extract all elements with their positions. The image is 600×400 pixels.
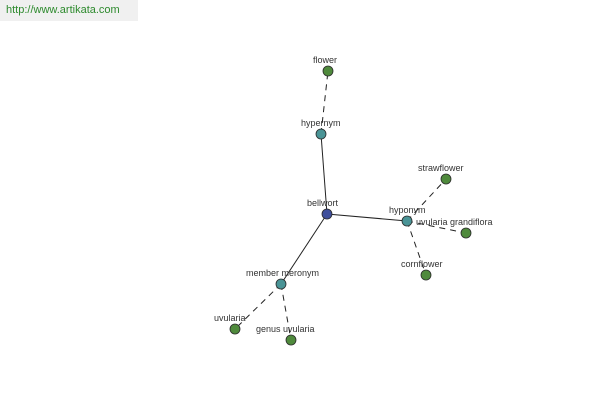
label-relation-1: hyponym	[389, 205, 426, 215]
node-relation-0[interactable]	[315, 128, 327, 140]
node-leaf-0-0[interactable]	[322, 65, 334, 77]
node-leaf-1-0[interactable]	[440, 173, 452, 185]
edge-relation-1-to-leaf-2	[406, 220, 427, 276]
label-leaf-0-0: flower	[313, 55, 337, 65]
nodes-layer	[229, 65, 472, 346]
label-leaf-1-2: cornflower	[401, 259, 443, 269]
edge-relation-2-to-leaf-1	[280, 283, 292, 341]
labels-layer: bellwort hypernym flower hyponym strawflower…	[214, 55, 493, 334]
node-relation-1[interactable]	[401, 215, 413, 227]
label-relation-0: hypernym	[301, 118, 341, 128]
edge-center-to-2	[280, 213, 328, 285]
node-center[interactable]	[321, 208, 333, 220]
edge-relation-1-to-leaf-0	[406, 178, 447, 222]
label-center: bellwort	[307, 198, 339, 208]
label-leaf-1-0: strawflower	[418, 163, 464, 173]
label-relation-2: member meronym	[246, 268, 319, 278]
label-leaf-2-1: genus uvularia	[256, 324, 315, 334]
node-relation-2[interactable]	[275, 278, 287, 290]
label-leaf-1-1: uvularia grandiflora	[416, 217, 493, 227]
node-leaf-2-1[interactable]	[285, 334, 297, 346]
label-leaf-2-0: uvularia	[214, 313, 246, 323]
site-url-banner[interactable]: http://www.artikata.com	[0, 0, 138, 21]
edge-center-to-1	[326, 213, 408, 222]
node-leaf-1-1[interactable]	[460, 227, 472, 239]
edge-center-to-0	[320, 133, 328, 215]
node-leaf-1-2[interactable]	[420, 269, 432, 281]
node-leaf-2-0[interactable]	[229, 323, 241, 335]
edges-layer	[234, 70, 467, 341]
